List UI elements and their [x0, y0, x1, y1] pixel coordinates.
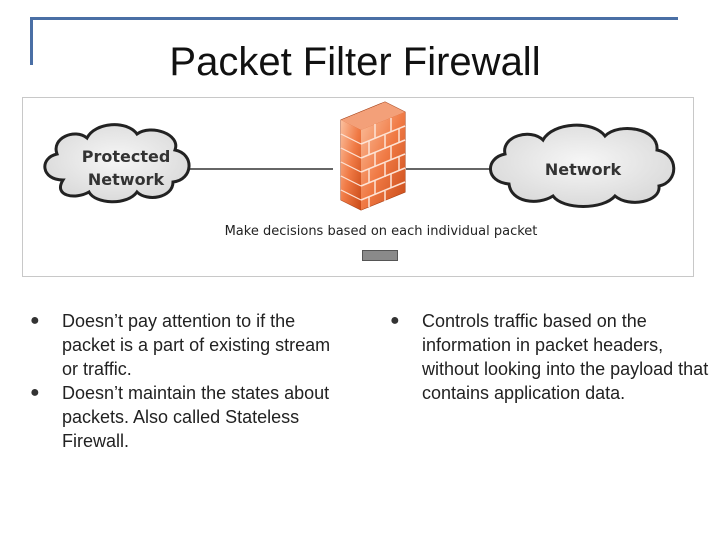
slide-title: Packet Filter Firewall — [169, 40, 541, 84]
diagram-caption: Make decisions based on each individual … — [225, 224, 538, 239]
bullet-icon: ● — [30, 384, 40, 401]
right-bullet-column: ● Controls traffic based on the informat… — [390, 309, 710, 405]
right-cloud-label: Network — [545, 160, 622, 179]
list-item: ● Controls traffic based on the informat… — [390, 309, 710, 405]
left-bullet-column: ● Doesn’t pay attention to if the packet… — [30, 309, 350, 453]
bullet-icon: ● — [30, 312, 40, 329]
slide-frame-top — [30, 17, 678, 20]
slide-frame-left — [30, 17, 33, 65]
left-bullet-list: ● Doesn’t pay attention to if the packet… — [30, 309, 350, 453]
firewall-diagram: Protected Network — [22, 97, 694, 277]
left-cloud-line1: Protected — [82, 147, 171, 166]
list-item: ● Doesn’t pay attention to if the packet… — [30, 309, 350, 381]
list-item: ● Doesn’t maintain the states about pack… — [30, 381, 350, 453]
bullet-text: Doesn’t pay attention to if the packet i… — [62, 311, 331, 379]
firewall-brick-icon — [340, 101, 406, 211]
bullet-icon: ● — [390, 312, 400, 329]
bullet-text: Controls traffic based on the informatio… — [422, 311, 709, 403]
network-cloud-icon — [489, 123, 676, 208]
placeholder-button[interactable] — [362, 250, 398, 261]
right-bullet-list: ● Controls traffic based on the informat… — [390, 309, 710, 405]
left-cloud-line2: Network — [88, 170, 165, 189]
diagram-canvas: Protected Network — [43, 101, 676, 239]
protected-network-cloud-icon — [43, 123, 191, 204]
bullet-text: Doesn’t maintain the states about packet… — [62, 383, 330, 451]
